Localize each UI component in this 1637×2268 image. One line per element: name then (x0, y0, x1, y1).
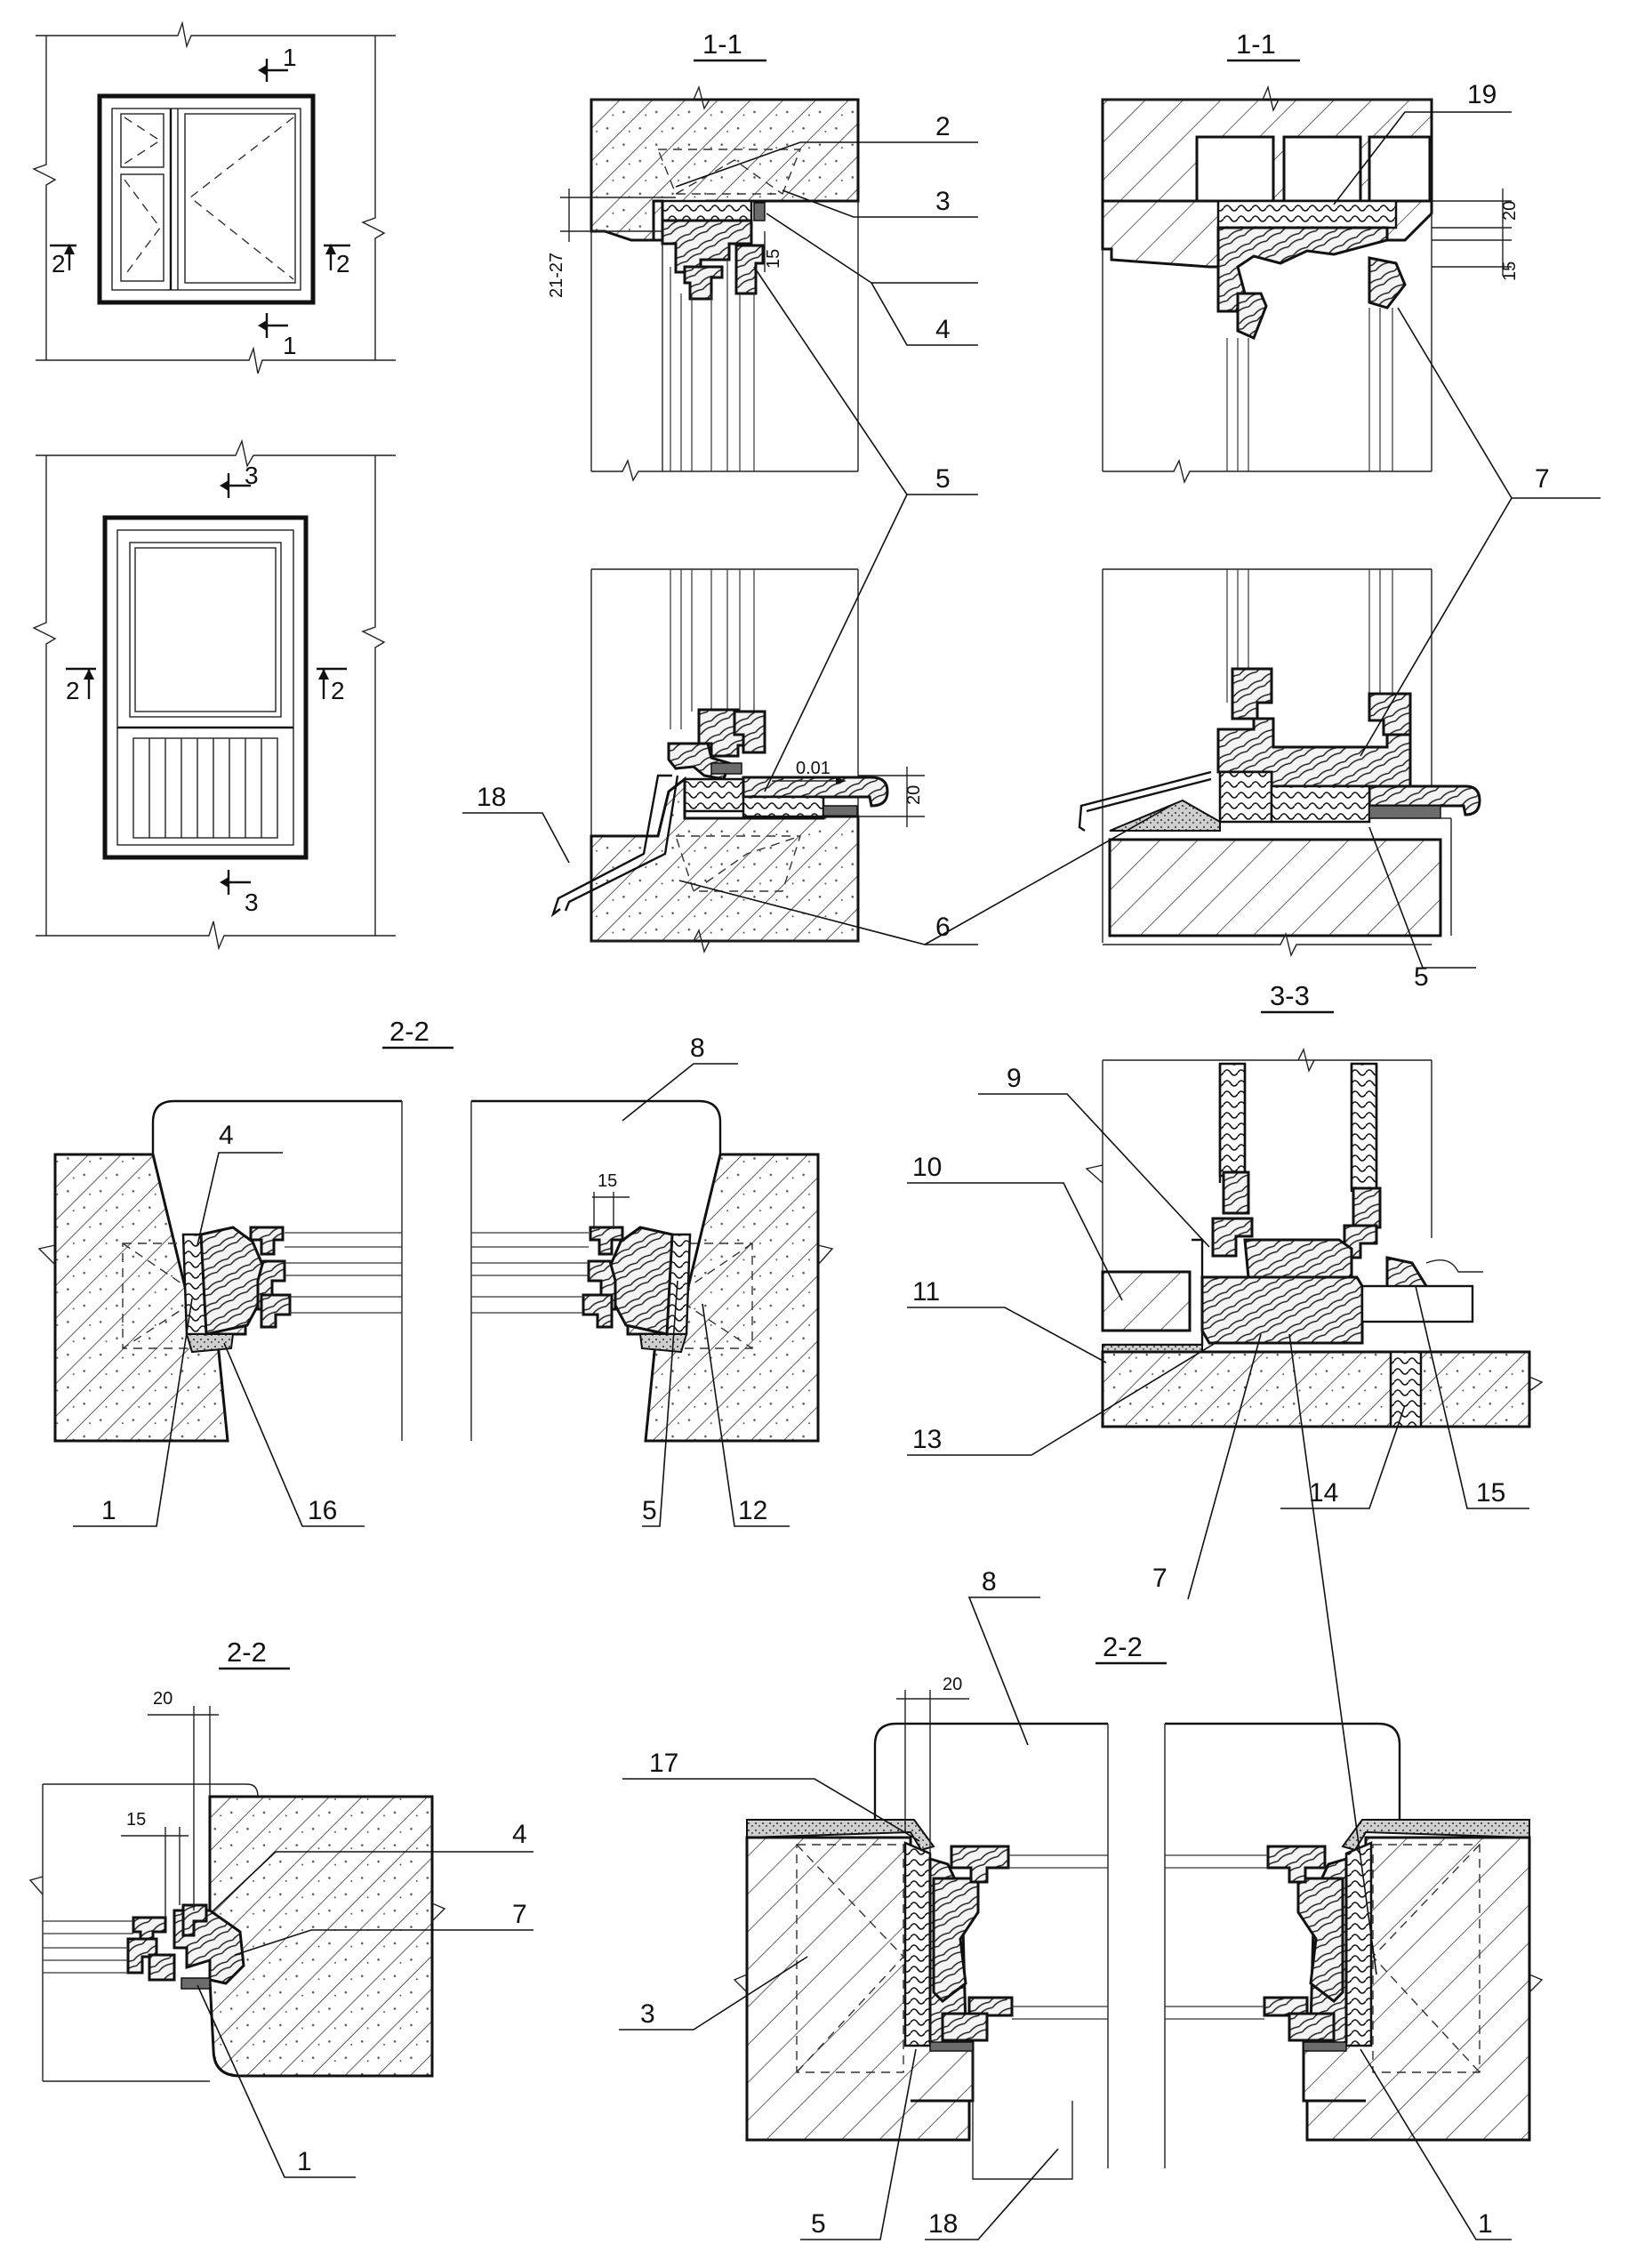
section-2-2-c: 2-2 20 (733, 1631, 1544, 2180)
section-title-1-1-b: 1-1 (1236, 28, 1276, 60)
dim-20-c: 20 (153, 1689, 173, 1709)
callout-6: 6 (935, 913, 951, 942)
callout-15: 15 (1476, 1478, 1505, 1508)
callout-4-small: 4 (512, 1820, 527, 1849)
callout-8-door: 8 (982, 1567, 997, 1596)
dim-21-27: 21-27 (547, 253, 566, 298)
callout-10: 10 (912, 1153, 942, 1182)
key-plan-window: 1 1 2 2 (32, 20, 396, 374)
cut-mark-3-bottom: 3 (245, 889, 259, 916)
dim-15-c: 15 (598, 1171, 617, 1191)
section-title-2-2-a: 2-2 (389, 1016, 429, 1047)
callout-5-jamb: 5 (642, 1496, 657, 1525)
cut-mark-2-right-door: 2 (331, 677, 345, 704)
callout-7-small: 7 (512, 1900, 527, 1929)
callout-leaders: 2 3 4 5 18 6 19 7 5 8 4 1 16 5 12 9 (73, 80, 1601, 2240)
section-2-2-b: 2-2 20 15 (28, 1637, 446, 2082)
callout-12: 12 (738, 1496, 767, 1525)
cut-mark-2-right: 2 (336, 250, 350, 277)
callout-4-jamb: 4 (219, 1121, 234, 1150)
callout-1-door: 1 (1478, 2209, 1493, 2239)
section-title-2-2-b: 2-2 (227, 1637, 267, 1668)
dim-15-d: 15 (126, 1810, 146, 1830)
callout-13: 13 (912, 1425, 942, 1454)
key-plan-door: 3 3 2 2 (32, 438, 396, 951)
callout-3-door: 3 (640, 1999, 655, 2029)
dim-slope: 0.01 (796, 759, 831, 778)
cut-mark-2-left: 2 (52, 250, 66, 277)
cut-mark-3-top: 3 (245, 462, 259, 489)
callout-4: 4 (935, 315, 951, 344)
section-title-1-1-a: 1-1 (702, 28, 742, 60)
cut-mark-2-left-door: 2 (66, 677, 80, 704)
callout-18-sill: 18 (477, 783, 506, 812)
door-panel-slats (132, 737, 278, 839)
callout-19: 19 (1467, 80, 1497, 109)
callout-14: 14 (1309, 1478, 1338, 1508)
callout-2: 2 (935, 112, 951, 141)
cut-mark-1-top: 1 (283, 44, 297, 71)
callout-7-threshold: 7 (1152, 1564, 1168, 1593)
callout-3: 3 (935, 187, 951, 216)
callout-1: 1 (101, 1496, 116, 1525)
section-title-3-3: 3-3 (1270, 980, 1310, 1011)
dim-20-d: 20 (943, 1675, 962, 1694)
dim-20-b: 20 (1500, 201, 1520, 221)
dim-20-a: 20 (904, 785, 924, 805)
callout-11: 11 (912, 1277, 940, 1307)
callout-5-threshold: 5 (1414, 962, 1429, 992)
section-title-2-2-c: 2-2 (1103, 1631, 1143, 1662)
callout-7: 7 (1535, 464, 1550, 494)
section-1-1-b: 1-1 20 15 (1078, 28, 1520, 958)
section-2-2-a: 2-2 (37, 1016, 834, 1443)
callout-9: 9 (1007, 1064, 1022, 1093)
section-3-3: 3-3 (1085, 980, 1544, 1428)
cut-mark-1-bottom: 1 (283, 332, 297, 359)
callout-5-door: 5 (811, 2209, 826, 2239)
callout-5: 5 (935, 464, 951, 494)
dim-15-a: 15 (764, 249, 783, 269)
dim-15-b: 15 (1500, 261, 1520, 281)
callout-8: 8 (690, 1033, 705, 1063)
section-1-1-a: 1-1 21-27 15 (547, 28, 925, 954)
callout-17: 17 (649, 1749, 678, 1778)
callout-16: 16 (308, 1496, 337, 1525)
callout-1-small: 1 (297, 2147, 312, 2176)
callout-18-door: 18 (928, 2209, 958, 2239)
